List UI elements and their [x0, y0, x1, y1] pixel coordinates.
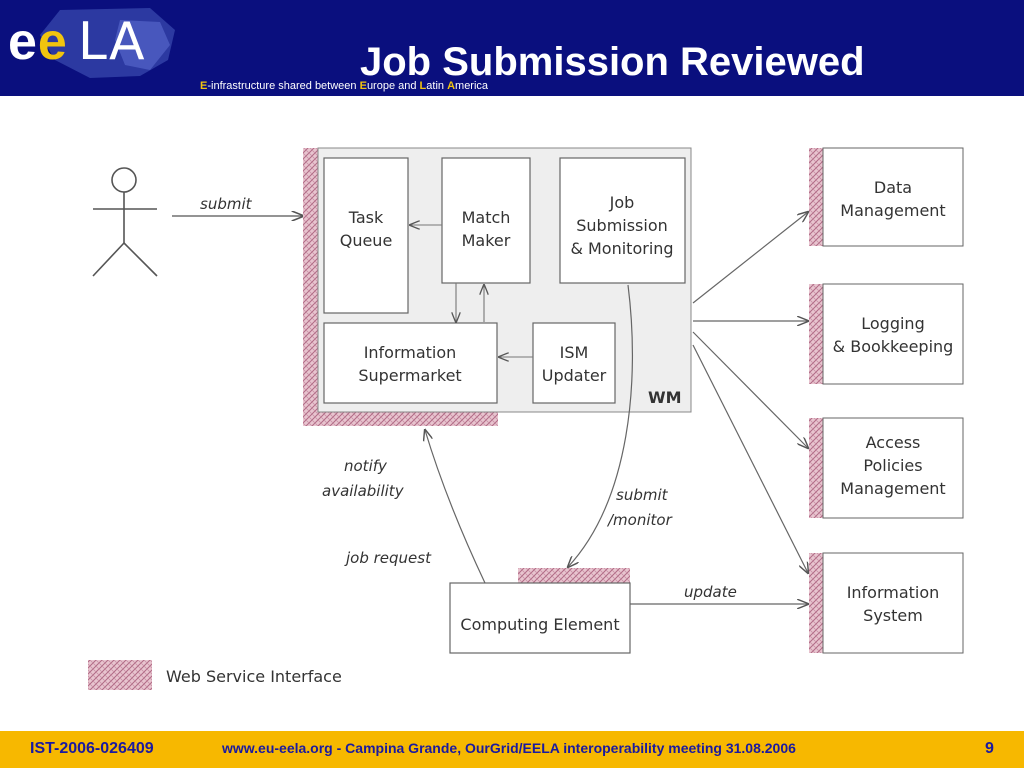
- wm-label: WM: [648, 388, 682, 407]
- svg-text:Information: Information: [847, 583, 940, 602]
- legend-swatch: [88, 660, 152, 690]
- service-access-policies: Access Policies Management: [809, 417, 964, 519]
- edge-label-update: update: [684, 583, 737, 601]
- task-queue-box: Task Queue: [323, 157, 409, 314]
- svg-text:System: System: [863, 606, 923, 625]
- info-supermarket-box: Information Supermarket: [323, 322, 498, 404]
- user-actor-icon: [92, 167, 158, 277]
- edge-label-availability: availability: [322, 482, 405, 500]
- footer-project-id: IST-2006-026409: [30, 740, 154, 757]
- svg-text:& Monitoring: & Monitoring: [570, 239, 673, 258]
- svg-text:Data: Data: [874, 178, 912, 197]
- svg-text:ISM: ISM: [560, 343, 589, 362]
- service-data-management: Data Management: [809, 147, 964, 247]
- svg-text:Computing Element: Computing Element: [460, 615, 619, 634]
- edge-label-job-request: job request: [344, 549, 432, 567]
- job-submission-diagram: submit WM Task Queue Match Maker Job Sub…: [88, 147, 964, 690]
- svg-text:Access: Access: [866, 433, 921, 452]
- service-logging-bookkeeping: Logging & Bookkeeping: [809, 283, 964, 385]
- wm-internal-arrows: [410, 225, 533, 357]
- edge-label-submit-monitor-1: submit: [616, 486, 669, 504]
- edge-label-submit: submit: [200, 195, 253, 213]
- service-information-system: Information System: [809, 552, 964, 654]
- edge-label-submit-monitor-2: /monitor: [606, 511, 673, 529]
- svg-text:Policies: Policies: [863, 456, 922, 475]
- svg-text:Updater: Updater: [542, 366, 607, 385]
- svg-text:Job: Job: [609, 193, 635, 212]
- job-request-arrow: [425, 430, 486, 584]
- map-icon: [40, 8, 175, 78]
- wm-to-services-arrows: [692, 212, 808, 573]
- svg-text:Management: Management: [840, 201, 945, 220]
- legend-label: Web Service Interface: [166, 667, 342, 686]
- svg-text:Match: Match: [462, 208, 511, 227]
- svg-text:Maker: Maker: [462, 231, 511, 250]
- svg-text:Logging: Logging: [861, 314, 924, 333]
- match-maker-box: Match Maker: [441, 157, 531, 284]
- svg-text:Task: Task: [348, 208, 384, 227]
- svg-text:Management: Management: [840, 479, 945, 498]
- svg-text:Supermarket: Supermarket: [358, 366, 461, 385]
- slide-subtitle: E-infrastructure shared between Europe a…: [200, 80, 489, 92]
- computing-element-box: Computing Element: [449, 568, 631, 654]
- slide-title: Job Submission Reviewed: [360, 40, 865, 84]
- svg-text:& Bookkeeping: & Bookkeeping: [833, 337, 954, 356]
- job-submission-box: Job Submission & Monitoring: [559, 157, 686, 284]
- svg-text:Submission: Submission: [576, 216, 668, 235]
- footer-event: www.eu-eela.org - Campina Grande, OurGri…: [222, 740, 796, 756]
- submit-monitor-arrow: [568, 284, 634, 567]
- edge-label-notify: notify: [344, 457, 388, 475]
- svg-text:Queue: Queue: [340, 231, 393, 250]
- svg-text:Information: Information: [364, 343, 457, 362]
- footer-page-number: 9: [985, 740, 994, 757]
- ism-updater-box: ISM Updater: [532, 322, 616, 404]
- footer-bar: IST-2006-026409 www.eu-eela.org - Campin…: [0, 731, 1024, 768]
